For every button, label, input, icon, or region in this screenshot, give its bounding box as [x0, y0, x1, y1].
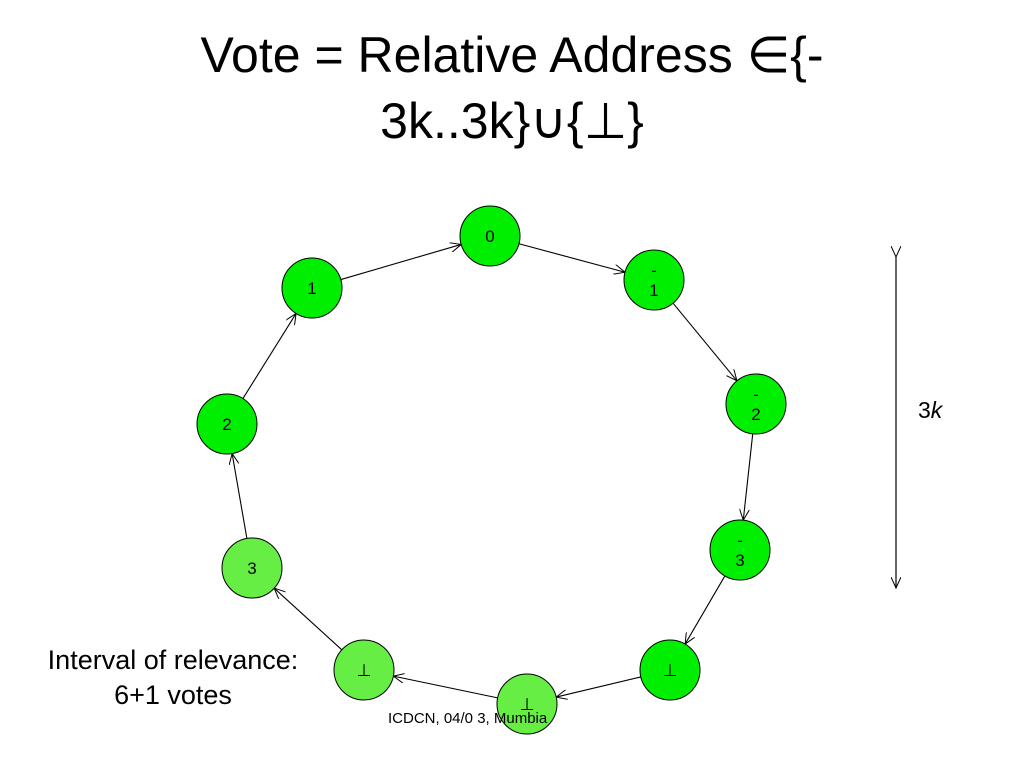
caption: Interval of relevance: 6+1 votes	[8, 643, 338, 713]
ring-node-circle	[196, 393, 258, 455]
slide-title: Vote = Relative Address ∈{- 3k..3k}∪{⊥}	[0, 22, 1024, 154]
dimension-label: 3k	[918, 396, 942, 424]
ring-node-label: -	[737, 531, 743, 550]
ring-node-circle	[623, 249, 685, 311]
ring-node-nb3: ⊥	[333, 639, 395, 701]
dimension-label-number: 3	[918, 397, 931, 423]
ring-node-circle	[639, 639, 701, 701]
ring-node-nm3: -3	[709, 519, 771, 581]
ring-node-n1: 1	[281, 257, 343, 319]
ring-node-label: -	[753, 385, 759, 404]
ring-node-nb2: ⊥	[496, 673, 558, 735]
ring-node-n3: 3	[221, 537, 283, 599]
ring-node-nm2: -2	[725, 373, 787, 435]
ring-node-label: 2	[751, 405, 760, 424]
edge-nb3-to-n3	[274, 588, 343, 651]
title-line-1: Vote = Relative Address ∈{-	[200, 27, 824, 83]
ring-node-circle	[496, 673, 558, 735]
title-line-2: 3k..3k}∪{⊥}	[380, 93, 644, 149]
ring-node-nb1: ⊥	[639, 639, 701, 701]
edge-nb1-to-nb2	[556, 676, 641, 697]
ring-node-nm1: -1	[623, 249, 685, 311]
edge-n1-to-n0	[340, 244, 461, 281]
caption-line-2: 6+1 votes	[114, 680, 232, 710]
footer: ICDCN, 04/0 3, Mumbia	[388, 710, 548, 727]
ring-node-circle	[221, 537, 283, 599]
caption-line-1: Interval of relevance:	[47, 645, 299, 675]
edge-nm1-to-nm2	[672, 302, 737, 381]
edge-nm3-to-nb1	[685, 575, 726, 644]
ring-node-circle	[709, 519, 771, 581]
ring-node-n2: 2	[196, 393, 258, 455]
ring-node-label: 0	[485, 227, 494, 246]
ring-node-circle	[459, 205, 521, 267]
edge-nm2-to-nm3	[743, 433, 754, 520]
edge-nb2-to-nb3	[393, 676, 498, 699]
ring-node-label: 2	[222, 415, 231, 434]
ring-node-circle	[281, 257, 343, 319]
ring-node-n0: 0	[459, 205, 521, 267]
ring-node-label: 3	[735, 551, 744, 570]
edge-n0-to-nm1	[518, 243, 625, 272]
ring-node-circle	[333, 639, 395, 701]
ring-node-label: ⊥	[663, 661, 678, 680]
edge-n2-to-n1	[242, 313, 296, 399]
ring-node-label: ⊥	[357, 661, 372, 680]
ring-node-label: 3	[247, 559, 256, 578]
ring-node-label: 1	[649, 281, 658, 300]
ring-node-label: 1	[307, 279, 316, 298]
ring-node-label: ⊥	[520, 695, 535, 714]
ring-node-circle	[725, 373, 787, 435]
ring-node-label: -	[651, 261, 657, 280]
dimension-label-var: k	[930, 397, 943, 423]
edge-n3-to-n2	[232, 454, 248, 539]
